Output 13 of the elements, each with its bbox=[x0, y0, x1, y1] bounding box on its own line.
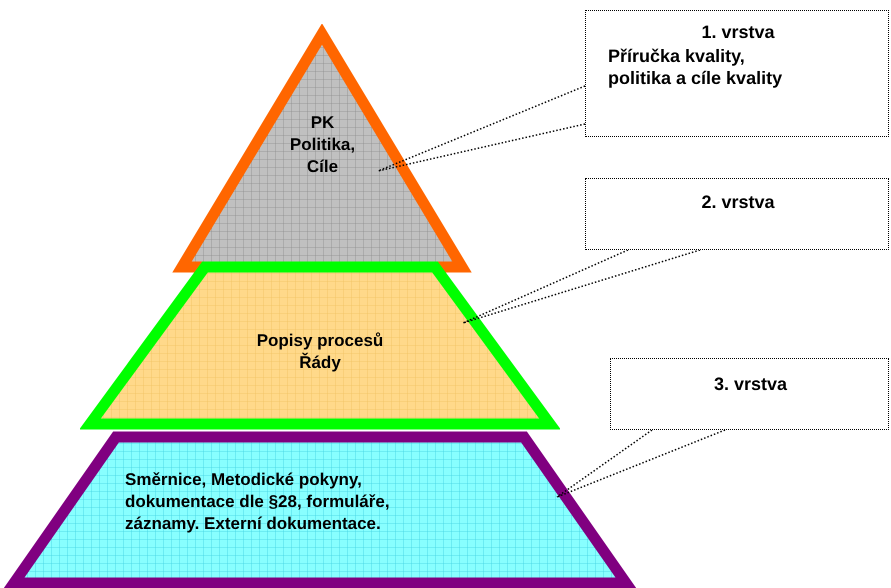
leader-line bbox=[556, 429, 726, 498]
callout-heading: 1. vrstva bbox=[700, 21, 776, 43]
callout-heading: 3. vrstva bbox=[712, 373, 788, 395]
leader-line bbox=[462, 249, 701, 324]
callout-box bbox=[585, 178, 889, 250]
callout-heading: 2. vrstva bbox=[700, 191, 776, 213]
leader-line bbox=[377, 85, 586, 172]
layer-label: Popisy procesů Řády bbox=[256, 330, 384, 374]
callout-text: Příručka kvality, politika a cíle kvality bbox=[608, 45, 784, 89]
callout-box bbox=[585, 10, 889, 137]
callout-box bbox=[610, 358, 889, 430]
layer-label: Směrnice, Metodické pokyny, dokumentace dle §28, formuláře, záznamy. Externí dokumentace. bbox=[125, 469, 391, 535]
layer-label: PK Politika, Cíle bbox=[288, 112, 356, 178]
